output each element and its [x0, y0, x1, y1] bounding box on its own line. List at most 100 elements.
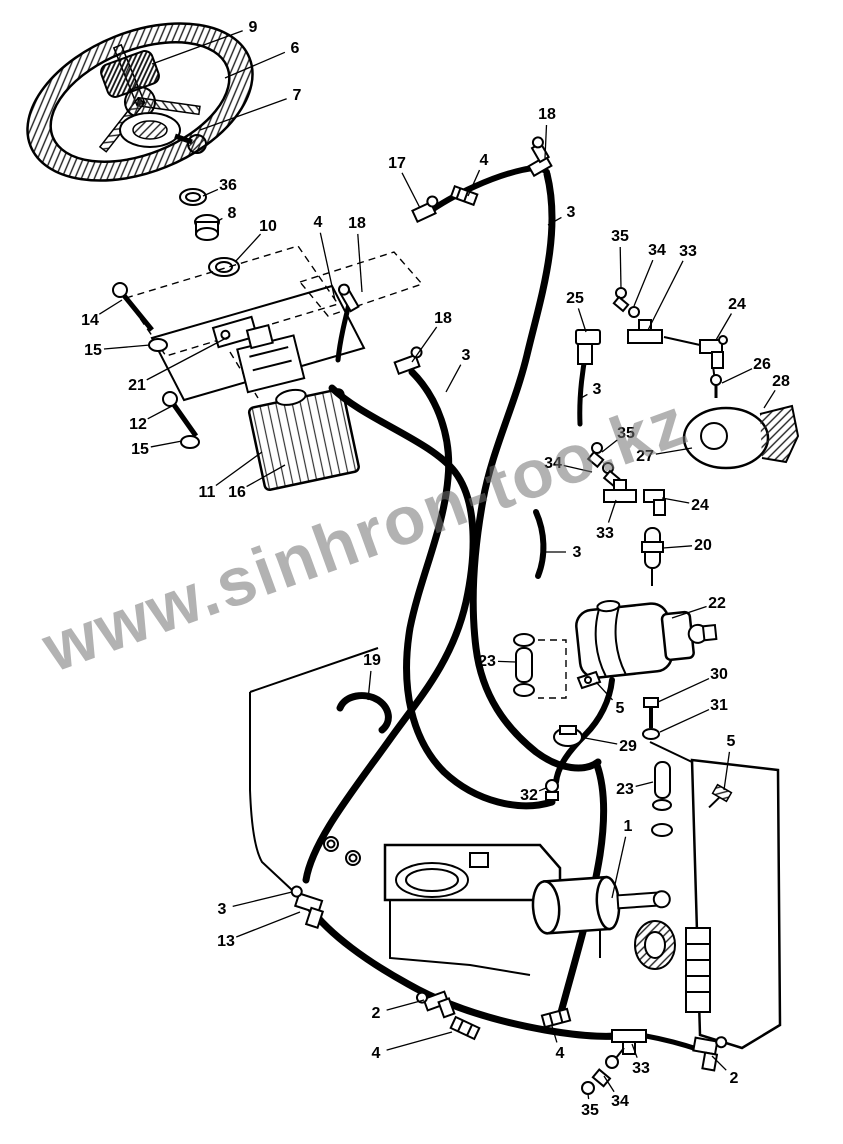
- leader-line: [445, 364, 462, 393]
- leader-line: [577, 308, 587, 333]
- part-label-16: 16: [228, 484, 246, 501]
- leader-line: [607, 499, 617, 523]
- leader-line: [147, 405, 173, 420]
- part-label-34: 34: [648, 242, 666, 259]
- elbow-24-upper: [699, 335, 728, 369]
- leader-line: [151, 30, 243, 65]
- part-label-33: 33: [679, 243, 697, 260]
- leader-line: [367, 670, 372, 701]
- part-label-26: 26: [753, 356, 771, 373]
- part-label-24: 24: [691, 497, 709, 514]
- leader-line: [611, 836, 627, 899]
- leader-line: [199, 98, 287, 131]
- leader-line: [659, 708, 710, 733]
- leader-line: [232, 891, 293, 908]
- spacer-23-right: [651, 761, 673, 837]
- leader-line: [98, 299, 123, 315]
- leader-line: [246, 464, 286, 488]
- leader-line: [224, 51, 286, 79]
- leader-line: [661, 497, 690, 504]
- part-label-5: 5: [727, 733, 736, 750]
- part-label-2: 2: [730, 1070, 739, 1087]
- fitting-4-18: [338, 283, 360, 313]
- bolt-30: [643, 697, 659, 728]
- part-label-23: 23: [478, 653, 496, 670]
- hose-hook-19: [336, 692, 392, 734]
- steering-valve: [236, 324, 306, 394]
- leader-line: [619, 246, 622, 289]
- clamp-29: [553, 725, 583, 747]
- part-label-4: 4: [556, 1045, 565, 1062]
- leader-line: [633, 259, 654, 307]
- part-label-18: 18: [348, 215, 366, 232]
- part-label-3: 3: [218, 901, 227, 918]
- leader-line: [723, 751, 731, 791]
- leader-line: [580, 393, 588, 399]
- leader-line: [657, 677, 710, 703]
- leader-line: [551, 1025, 558, 1043]
- part-label-18: 18: [434, 310, 452, 327]
- part-label-14: 14: [81, 312, 99, 329]
- adapter-4-bottom-left: [449, 1015, 481, 1041]
- hydraulic-cylinder: [531, 875, 671, 935]
- part-label-32: 32: [520, 787, 538, 804]
- adapter-4-bottom-right: [540, 1007, 572, 1029]
- tee-33-bottom: [611, 1029, 647, 1055]
- lever-knob: [187, 134, 207, 154]
- steering-pump-28: [682, 404, 800, 470]
- leader-line: [631, 1043, 638, 1058]
- part-label-33: 33: [596, 525, 614, 542]
- part-label-29: 29: [619, 738, 637, 755]
- part-label-15: 15: [131, 441, 149, 458]
- leader-line: [202, 188, 219, 197]
- part-label-13: 13: [217, 933, 235, 950]
- leader-line: [150, 440, 183, 448]
- part-label-35: 35: [581, 1102, 599, 1119]
- fitting-32: [545, 779, 559, 801]
- part-label-34: 34: [544, 455, 562, 472]
- leader-line: [671, 605, 707, 619]
- part-label-30: 30: [710, 666, 728, 683]
- part-label-11: 11: [199, 484, 216, 501]
- leader-line: [411, 326, 438, 363]
- leader-line: [544, 124, 548, 159]
- part-label-33: 33: [632, 1060, 650, 1077]
- leader-line: [721, 368, 753, 384]
- part-label-6: 6: [291, 40, 300, 57]
- leader-line: [603, 1075, 615, 1093]
- check-valve-20: [641, 527, 664, 586]
- leader-line: [319, 232, 336, 301]
- part-label-23: 23: [616, 781, 634, 798]
- leader-line: [715, 313, 733, 341]
- leader-line: [711, 1055, 727, 1071]
- leader-line: [146, 335, 231, 381]
- leader-line: [401, 172, 421, 209]
- leader-line: [655, 447, 693, 455]
- leader-line: [662, 545, 693, 549]
- adapter-4-top: [449, 184, 479, 207]
- leader-line: [584, 737, 618, 745]
- tee-33: [627, 319, 663, 344]
- part-label-35: 35: [611, 228, 629, 245]
- elbow-24-mid: [643, 489, 666, 516]
- fitting-26: [710, 374, 722, 398]
- part-label-15: 15: [84, 342, 102, 359]
- part-label-3: 3: [567, 204, 576, 221]
- spacer-23-left: [513, 633, 567, 699]
- leader-line: [547, 216, 562, 226]
- steering-wheel: [26, 22, 254, 182]
- elbow-25: [575, 329, 601, 365]
- chassis-outlines: [249, 647, 782, 1050]
- leader-line: [234, 233, 262, 263]
- part-label-8: 8: [228, 205, 237, 222]
- hub-cap-inner: [132, 120, 168, 140]
- bolts-and-washers: [112, 282, 200, 449]
- part-label-20: 20: [694, 537, 712, 554]
- leader-line: [467, 169, 481, 197]
- part-label-3: 3: [573, 544, 582, 561]
- part-label-27: 27: [636, 448, 654, 465]
- part-label-1: 1: [624, 818, 633, 835]
- part-label-4: 4: [314, 214, 323, 231]
